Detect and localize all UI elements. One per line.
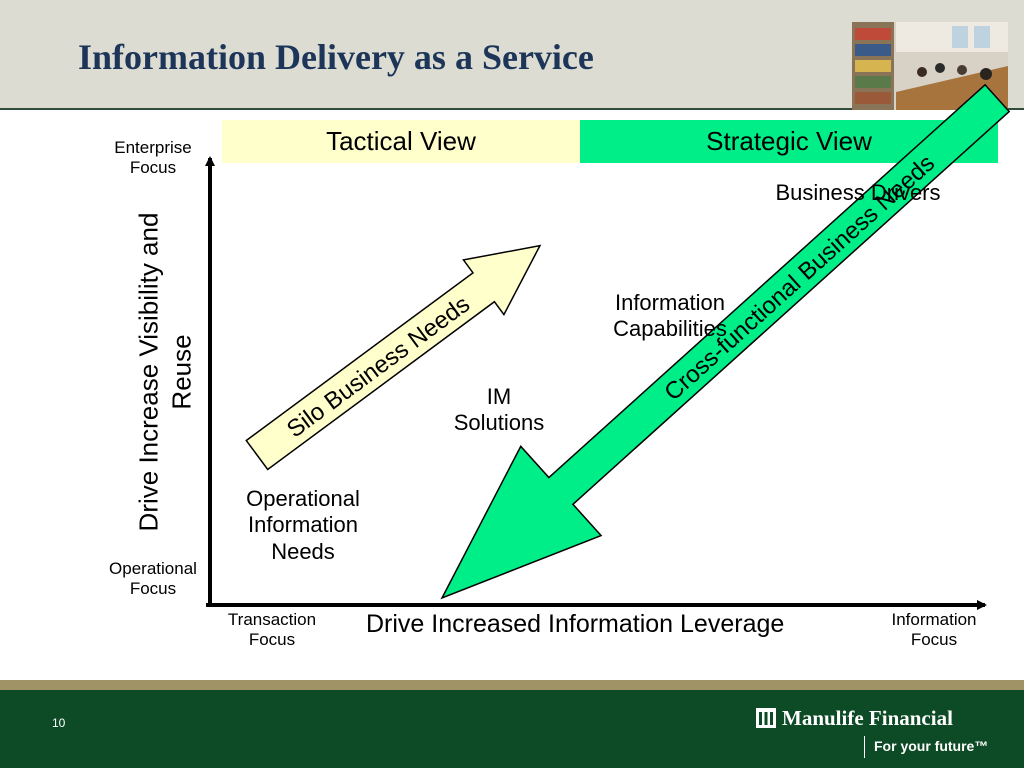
tactical-view-header: Tactical View [222,120,580,163]
footer-gold-band [0,680,1024,690]
silo-arrow: Silo Business Needs [245,244,542,471]
x-axis-title: Drive Increased Information Leverage [366,610,785,638]
brand-tagline: For your future™ [874,738,989,754]
im-solutions-label: IM Solutions [453,384,545,436]
business-drivers-label: Business Drivers [775,180,941,205]
slide-title: Information Delivery as a Service [78,37,594,77]
information-focus-label: Information Focus [891,610,977,650]
manulife-logo-icon [756,708,776,728]
operational-information-needs-label: Operational Information Needs [246,486,360,564]
page-number: 10 [52,716,66,730]
cross-functional-arrow: Cross-functional Business Needs [440,83,1011,600]
header-rule [0,108,1024,110]
brand-divider [864,736,865,758]
y-axis-title: Drive Increase Visibility and Reuse [133,212,197,532]
enterprise-focus-label: Enterprise Focus [114,138,192,178]
library-photo [852,22,1008,110]
information-capabilities-label: Information Capabilities [613,290,727,342]
operational-focus-label: Operational Focus [109,559,197,599]
transaction-focus-label: Transaction Focus [227,610,317,650]
brand-name: Manulife Financial [782,706,953,730]
footer: 10 Manulife Financial For your future™ [0,690,1024,768]
